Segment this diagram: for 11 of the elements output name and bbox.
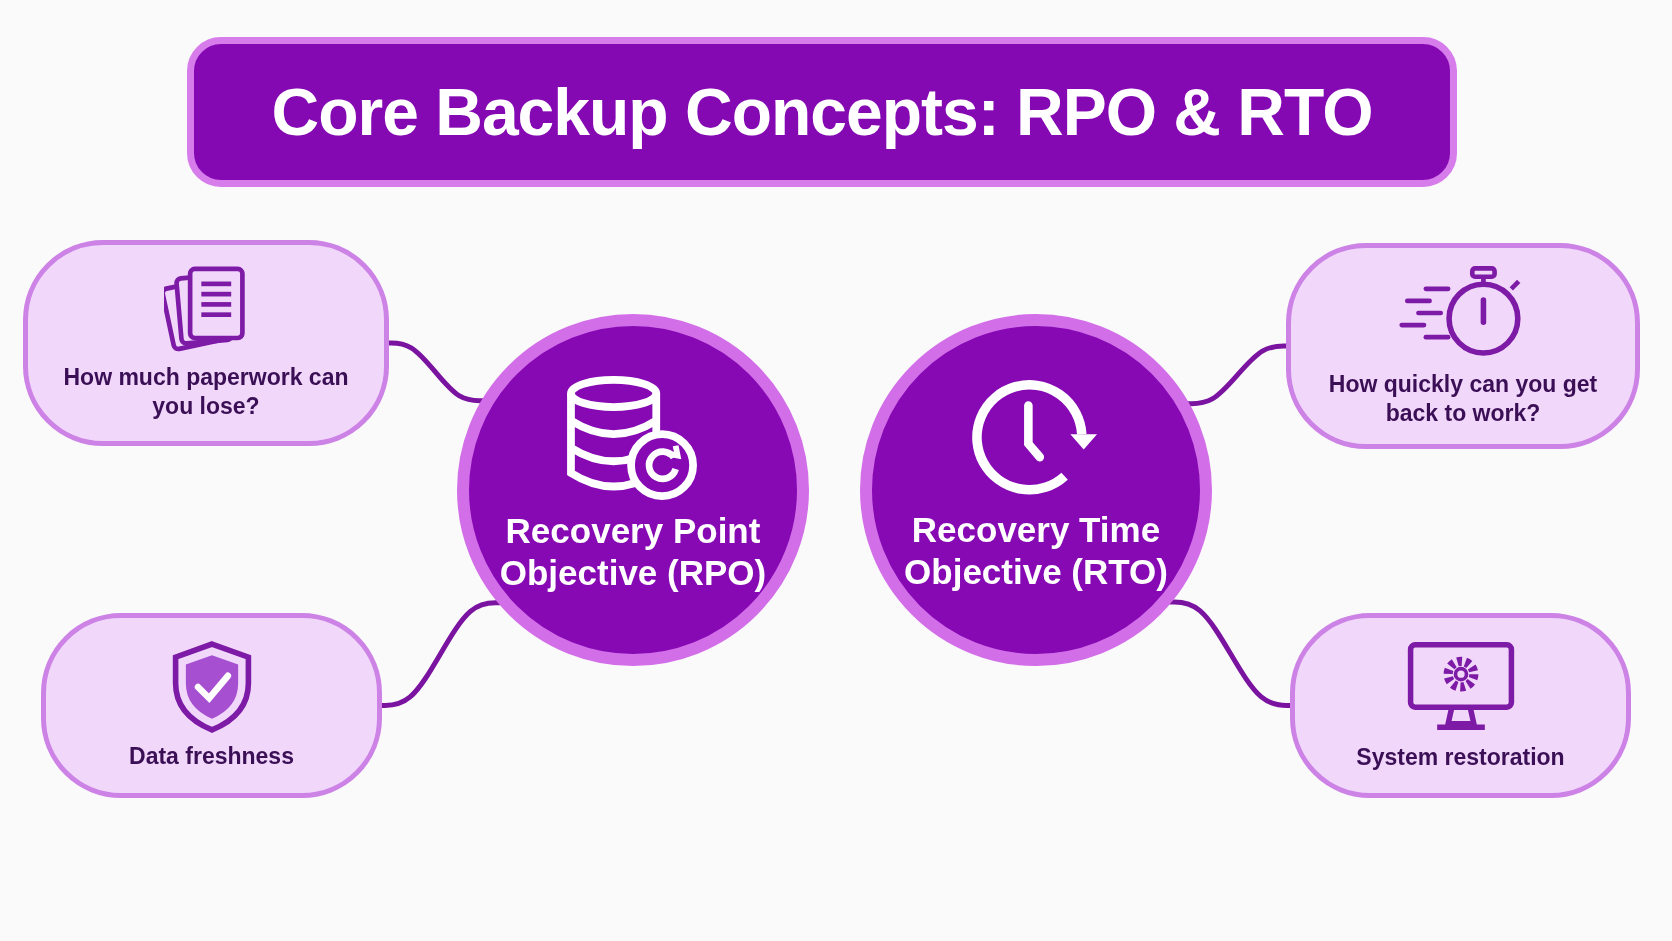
connector-line [1169,599,1292,708]
title: Core Backup Concepts: RPO & RTO [271,74,1373,150]
question-text: How quickly can you get back to work? [1327,370,1599,428]
concept-title: Recovery Time Objective (RTO) [903,509,1169,593]
concept-title: Recovery Point Objective (RPO) [498,510,768,594]
question-text: Data freshness [128,742,295,771]
connector-line [387,340,484,404]
question-text: System restoration [1355,743,1566,772]
connector-line [1187,343,1288,407]
connector-line [380,600,501,708]
question-text: How much paperwork can you lose? [62,363,350,421]
